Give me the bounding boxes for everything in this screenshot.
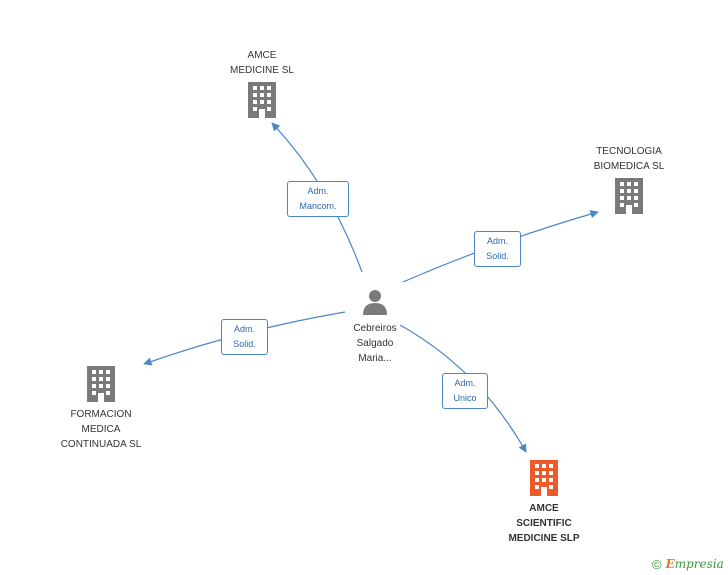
edge-label-amce-scientific[interactable]: Adm. Unico <box>442 373 488 409</box>
building-icon <box>615 178 643 214</box>
building-icon <box>248 82 276 118</box>
edge-label-formacion[interactable]: Adm. Solid. <box>221 319 268 355</box>
building-icon <box>530 460 558 496</box>
copyright-icon: © <box>652 556 662 572</box>
company-label: FORMACION MEDICA CONTINUADA SL <box>60 409 142 450</box>
person-icon <box>363 290 387 315</box>
company-node-amce-medicine[interactable]: AMCE MEDICINE SL <box>212 48 312 123</box>
edge-label-amce-medicine[interactable]: Adm. Mancom. <box>287 181 349 217</box>
company-node-formacion[interactable]: FORMACION MEDICA CONTINUADA SL <box>46 366 156 452</box>
person-node[interactable]: Cebreiros Salgado Maria... <box>330 288 420 366</box>
brand-footer[interactable]: © Empresia <box>652 555 724 573</box>
company-node-tecnologia[interactable]: TECNOLOGIA BIOMEDICA SL <box>577 144 681 219</box>
company-label: TECNOLOGIA BIOMEDICA SL <box>593 146 665 172</box>
person-name: Cebreiros Salgado Maria... <box>353 323 397 364</box>
company-node-amce-scientific[interactable]: AMCE SCIENTIFIC MEDICINE SLP <box>489 460 599 546</box>
building-icon <box>87 366 115 402</box>
company-label: AMCE SCIENTIFIC MEDICINE SLP <box>508 503 580 544</box>
brand-logo: Empresia <box>665 557 724 571</box>
company-label: AMCE MEDICINE SL <box>230 50 294 76</box>
edge-label-tecnologia[interactable]: Adm. Solid. <box>474 231 521 267</box>
